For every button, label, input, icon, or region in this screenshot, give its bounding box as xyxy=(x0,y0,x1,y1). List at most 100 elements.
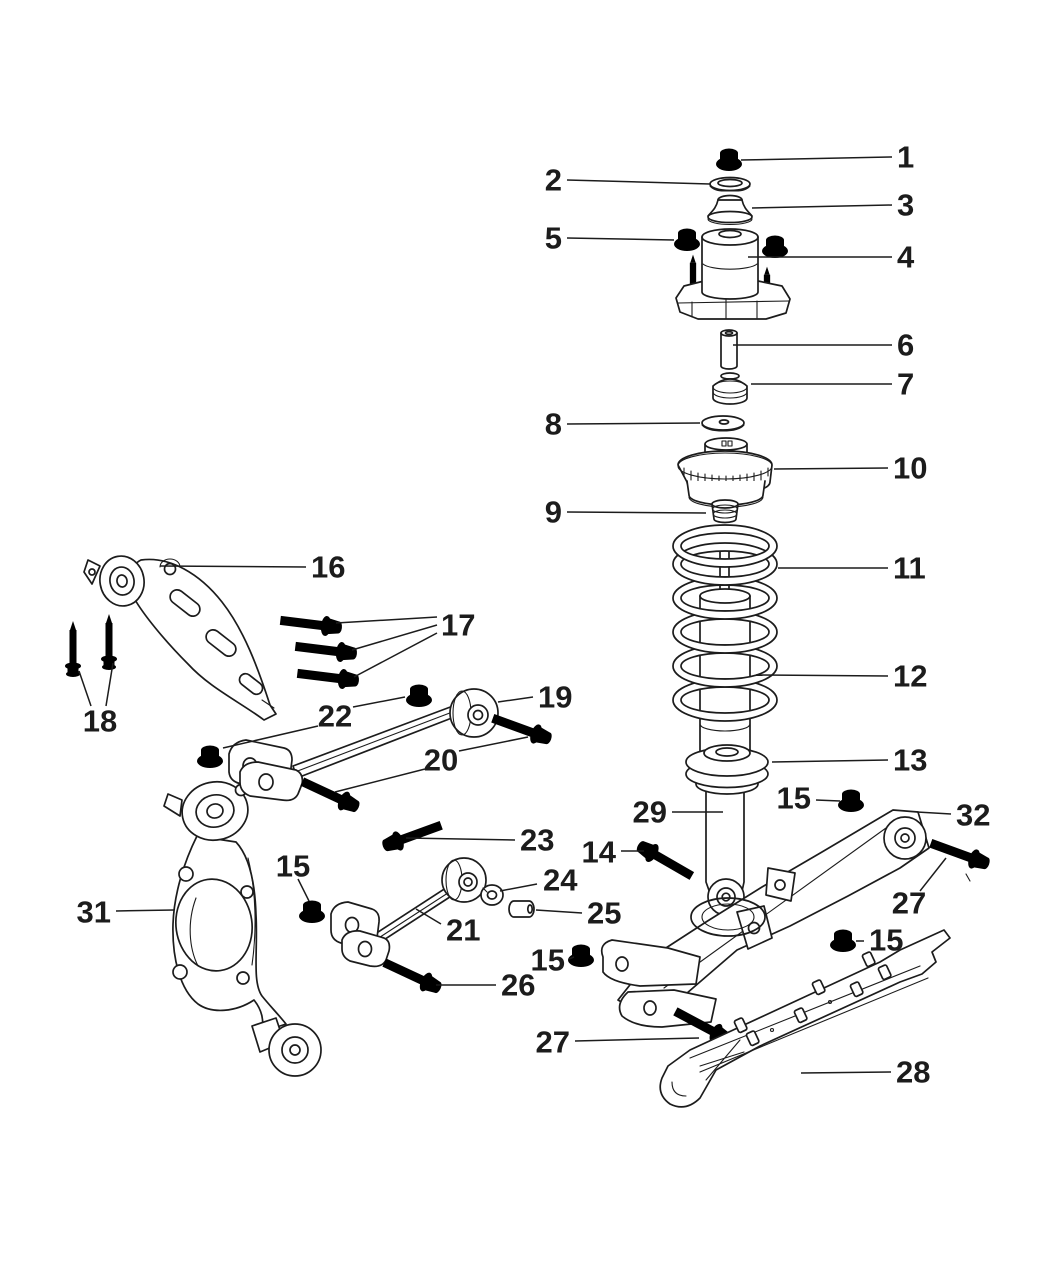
callout-29: 29 xyxy=(633,795,723,830)
leader-line-18 xyxy=(78,670,92,707)
callout-number-28: 28 xyxy=(896,1055,930,1090)
callout-number-15d: 15 xyxy=(869,923,903,958)
leader-line-27b xyxy=(574,1037,700,1042)
leader-line-28 xyxy=(800,1071,892,1074)
callout-number-18: 18 xyxy=(83,704,117,739)
part-1-strut-rod-nut xyxy=(716,148,742,171)
leader-line-13 xyxy=(771,759,889,763)
callout-number-20: 20 xyxy=(424,743,458,778)
part-18-studs xyxy=(65,614,117,677)
callout-15a: 15 xyxy=(276,849,310,902)
callout-15b: 15 xyxy=(531,943,575,978)
callout-number-27a: 27 xyxy=(892,886,926,921)
callout-16: 16 xyxy=(159,550,345,585)
leader-line-31 xyxy=(115,909,175,912)
part-10-jounce-bumper-retainer xyxy=(677,437,773,508)
leader-line-17 xyxy=(353,632,438,678)
leader-line-5 xyxy=(566,237,675,241)
callout-2: 2 xyxy=(545,163,711,198)
callout-28: 28 xyxy=(800,1055,930,1090)
callout-number-15b: 15 xyxy=(531,943,565,978)
callout-number-6: 6 xyxy=(897,328,914,363)
callout-number-1: 1 xyxy=(897,140,914,175)
callout-19: 19 xyxy=(497,680,572,715)
part-2-washer xyxy=(709,176,751,192)
part-16-upper-control-arm xyxy=(83,555,277,721)
callout-number-9: 9 xyxy=(545,495,562,530)
part-31-knuckle xyxy=(163,780,322,1077)
callout-13: 13 xyxy=(771,743,927,778)
callout-number-14: 14 xyxy=(582,835,617,870)
part-28-skid-plate xyxy=(659,929,951,1108)
callout-31: 31 xyxy=(77,895,175,930)
callout-15c: 15 xyxy=(777,781,841,816)
callout-number-12: 12 xyxy=(893,659,927,694)
part-13-spring-seat xyxy=(685,744,769,795)
leader-line-22 xyxy=(222,725,319,749)
leader-line-22 xyxy=(352,696,406,708)
callout-12: 12 xyxy=(755,659,927,694)
callout-number-16: 16 xyxy=(311,550,345,585)
part-6-spacer-sleeve xyxy=(720,329,738,370)
callout-number-26: 26 xyxy=(501,968,535,1003)
part-15-nut-top xyxy=(838,789,864,812)
callout-number-29: 29 xyxy=(633,795,667,830)
callout-10: 10 xyxy=(773,451,927,486)
part-14-bolt xyxy=(633,836,697,885)
part-15-nut-knuckle xyxy=(299,900,325,923)
callout-number-21: 21 xyxy=(446,913,480,948)
leader-line-15b xyxy=(568,956,575,960)
part-8-washer xyxy=(701,415,745,432)
part-9-jounce-bumper xyxy=(711,499,739,524)
callout-number-24: 24 xyxy=(543,863,578,898)
callout-26: 26 xyxy=(436,968,535,1003)
callout-23: 23 xyxy=(405,823,554,858)
callout-number-8: 8 xyxy=(545,407,562,442)
leader-line-27a xyxy=(919,857,947,892)
callout-14: 14 xyxy=(582,835,644,870)
callout-number-25: 25 xyxy=(587,896,621,931)
part-7-isolator-bushing xyxy=(712,372,748,405)
leader-line-10 xyxy=(773,467,889,470)
part-4-strut-mount xyxy=(675,228,791,320)
leader-line-2 xyxy=(566,179,711,185)
leader-line-23 xyxy=(405,837,516,841)
callout-number-32: 32 xyxy=(956,798,990,833)
callout-number-27b: 27 xyxy=(536,1025,570,1060)
callout-15d: 15 xyxy=(856,923,903,958)
part-11-coil-spring xyxy=(672,524,778,722)
callout-18: 18 xyxy=(78,662,117,739)
leader-line-20 xyxy=(334,768,426,793)
leader-line-18 xyxy=(105,662,114,707)
part-15-nut-arm xyxy=(830,929,856,952)
callout-27a: 27 xyxy=(892,857,947,921)
callout-number-15a: 15 xyxy=(276,849,310,884)
leader-line-20 xyxy=(458,736,529,752)
part-3-dust-boot xyxy=(707,194,753,226)
callout-1: 1 xyxy=(740,140,914,175)
part-15-nut-mid xyxy=(568,944,594,967)
callout-21: 21 xyxy=(415,908,480,948)
callout-number-13: 13 xyxy=(893,743,927,778)
callout-8: 8 xyxy=(545,407,701,442)
parts-layer xyxy=(65,148,993,1108)
leader-line-32 xyxy=(916,811,952,815)
part-29-shock-absorber-body xyxy=(705,789,745,916)
leader-line-1 xyxy=(740,156,893,161)
leader-line-9 xyxy=(566,511,707,514)
leader-line-24 xyxy=(499,883,538,892)
part-32-trailing-arm xyxy=(600,809,930,1028)
callout-number-19: 19 xyxy=(538,680,572,715)
callout-number-22: 22 xyxy=(318,699,352,734)
callout-7: 7 xyxy=(751,367,914,402)
callout-number-31: 31 xyxy=(77,895,111,930)
leader-line-15a xyxy=(297,878,310,902)
callout-17: 17 xyxy=(335,608,475,678)
leader-line-25 xyxy=(535,909,583,914)
part-23-bolt xyxy=(379,815,445,856)
callout-5: 5 xyxy=(545,221,675,256)
callout-11: 11 xyxy=(778,551,926,586)
